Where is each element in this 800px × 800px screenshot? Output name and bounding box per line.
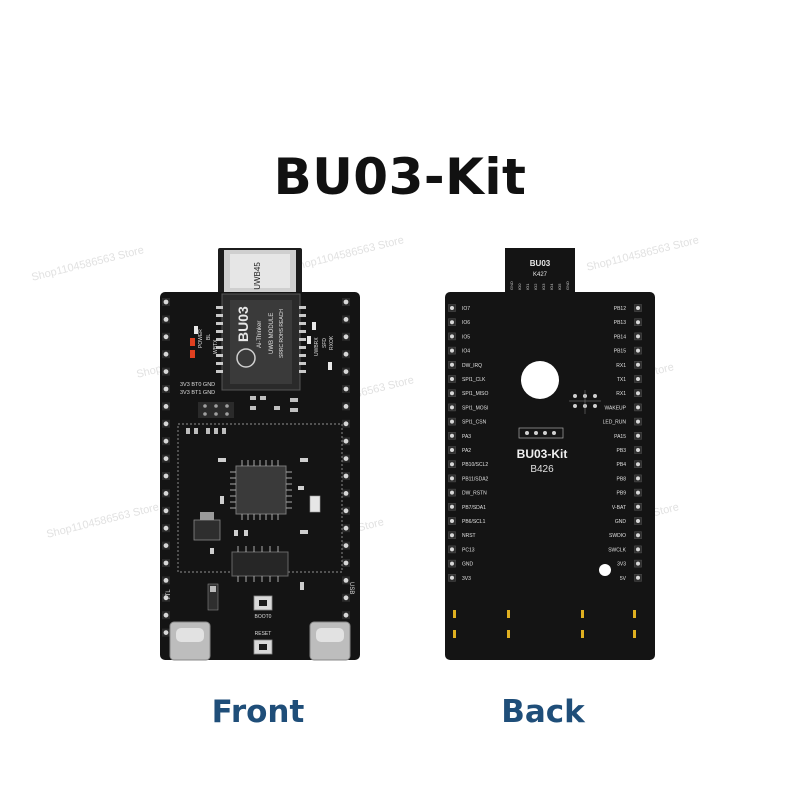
pin-label: IO6 <box>462 320 470 326</box>
connector-pin-label: IO0 <box>517 283 522 290</box>
led-wbtx-label: WBTX <box>213 339 219 354</box>
pin-label: PB7/SDA1 <box>462 505 486 511</box>
connector-code: K427 <box>533 272 548 278</box>
connector-pin-label: GND <box>565 281 570 290</box>
pin-label: PB14 <box>614 334 626 340</box>
voltage-regulator <box>193 519 221 541</box>
pin-label: V-BAT <box>612 505 626 511</box>
pin-label: NRST <box>462 533 476 539</box>
pin-label: IO5 <box>462 334 470 340</box>
pin-label: PB12 <box>614 306 626 312</box>
power-label: POWER <box>198 329 204 348</box>
pin-label: SPI1_CLK <box>462 377 486 383</box>
front-caption: Front <box>211 694 305 730</box>
boot-label: BOOT0 <box>255 614 272 620</box>
pin-label: PB4 <box>617 462 627 468</box>
led-bl-label: BL <box>206 334 212 340</box>
pin-label: PA15 <box>614 434 626 440</box>
front-left-header <box>162 298 170 637</box>
pin-label: PB11/SDA2 <box>462 476 489 482</box>
connector-name: BU03 <box>530 259 551 268</box>
pin-label: PB13 <box>614 320 626 326</box>
pin-label: LED_RUN <box>603 420 627 426</box>
pin-label: PB3 <box>617 448 627 454</box>
pin-label: PC13 <box>462 547 475 553</box>
module-brand: Ai-Thinker <box>257 321 263 348</box>
connector-pin-label: GND <box>509 281 514 290</box>
module-line2: SRRC ROHS REACH <box>279 309 285 358</box>
led-d2-label: SFD <box>322 338 328 348</box>
front-board-image: UWB45 BU03 Ai-Thinker UWB MODULE SRRC RO… <box>160 248 360 661</box>
back-connector <box>505 248 575 296</box>
pin-label: SPI1_MOSI <box>462 405 488 411</box>
pin-label: SPI1_MISO <box>462 391 489 397</box>
jumper-row2-label: 3V3 BT1 GND <box>180 390 215 396</box>
pin-label: PB9 <box>617 491 627 497</box>
pin-label: RX1 <box>616 363 626 369</box>
front-right-header <box>342 298 350 637</box>
pin-label: DW_RSTN <box>462 491 487 497</box>
connector-pin-label: IO4 <box>549 283 554 290</box>
pin-label: SWCLK <box>608 547 626 553</box>
jumper-row1-label: 3V3 BT0 GND <box>180 382 215 388</box>
connector-pin-label: IO5 <box>557 283 562 290</box>
pin-label: PB15 <box>614 349 626 355</box>
pin-label: IO4 <box>462 349 470 355</box>
uwbrx-label: UWBRX <box>314 337 320 356</box>
pin-label: WAKEUP <box>605 405 627 411</box>
pin-label: 5V <box>620 576 627 582</box>
pin-label: PA3 <box>462 434 471 440</box>
connector-pin-label: IO3 <box>541 283 546 290</box>
watermark: Shop1104586563 Store <box>30 244 146 284</box>
back-board-name: BU03-Kit <box>517 447 568 461</box>
back-right-pin-labels: PB12PB13PB14PB15RX1TX1RX1WAKEUPLED_RUNPA… <box>603 306 627 582</box>
pin-label: 3V3 <box>617 562 626 568</box>
back-caption: Back <box>501 694 585 730</box>
led-rx-label: RXOK <box>329 335 335 350</box>
pin-label: PA2 <box>462 448 471 454</box>
usb-label: USB <box>348 582 354 594</box>
boot-jumper <box>198 402 234 418</box>
mounting-hole <box>521 361 559 399</box>
pin-label: 3V3 <box>462 576 471 582</box>
pin-label: SPI1_CSN <box>462 420 487 426</box>
brand-logo <box>236 348 256 368</box>
module-line1: UWB MODULE <box>269 313 275 354</box>
connector-pin-label: IO1 <box>525 283 530 290</box>
module-name: BU03 <box>235 306 251 342</box>
crystal <box>309 495 321 513</box>
connector-pin-label: IO2 <box>533 283 538 290</box>
reset-label: RESET <box>255 631 272 637</box>
page-title: BU03-Kit <box>273 148 527 206</box>
back-board-code: B426 <box>530 464 554 475</box>
mcu-chip <box>235 465 287 515</box>
ttl-label: TTL <box>166 589 172 600</box>
pin-label: DW_IRQ <box>462 363 482 369</box>
pin-label: PB8 <box>617 476 627 482</box>
pin-label: PB10/SCL2 <box>462 462 488 468</box>
pin-label: GND <box>615 519 627 525</box>
pin-label: RX1 <box>616 391 626 397</box>
pin-label: IO7 <box>462 306 470 312</box>
antenna-label: UWB45 <box>253 262 262 290</box>
pin-label: PB6/SCL1 <box>462 519 486 525</box>
usb-serial-chip <box>231 551 289 577</box>
pin-label: GND <box>462 562 474 568</box>
watermark: Shop1104586563 Store <box>45 501 161 541</box>
pin-label: SWDIO <box>609 533 626 539</box>
pin-label: TX1 <box>617 377 626 383</box>
